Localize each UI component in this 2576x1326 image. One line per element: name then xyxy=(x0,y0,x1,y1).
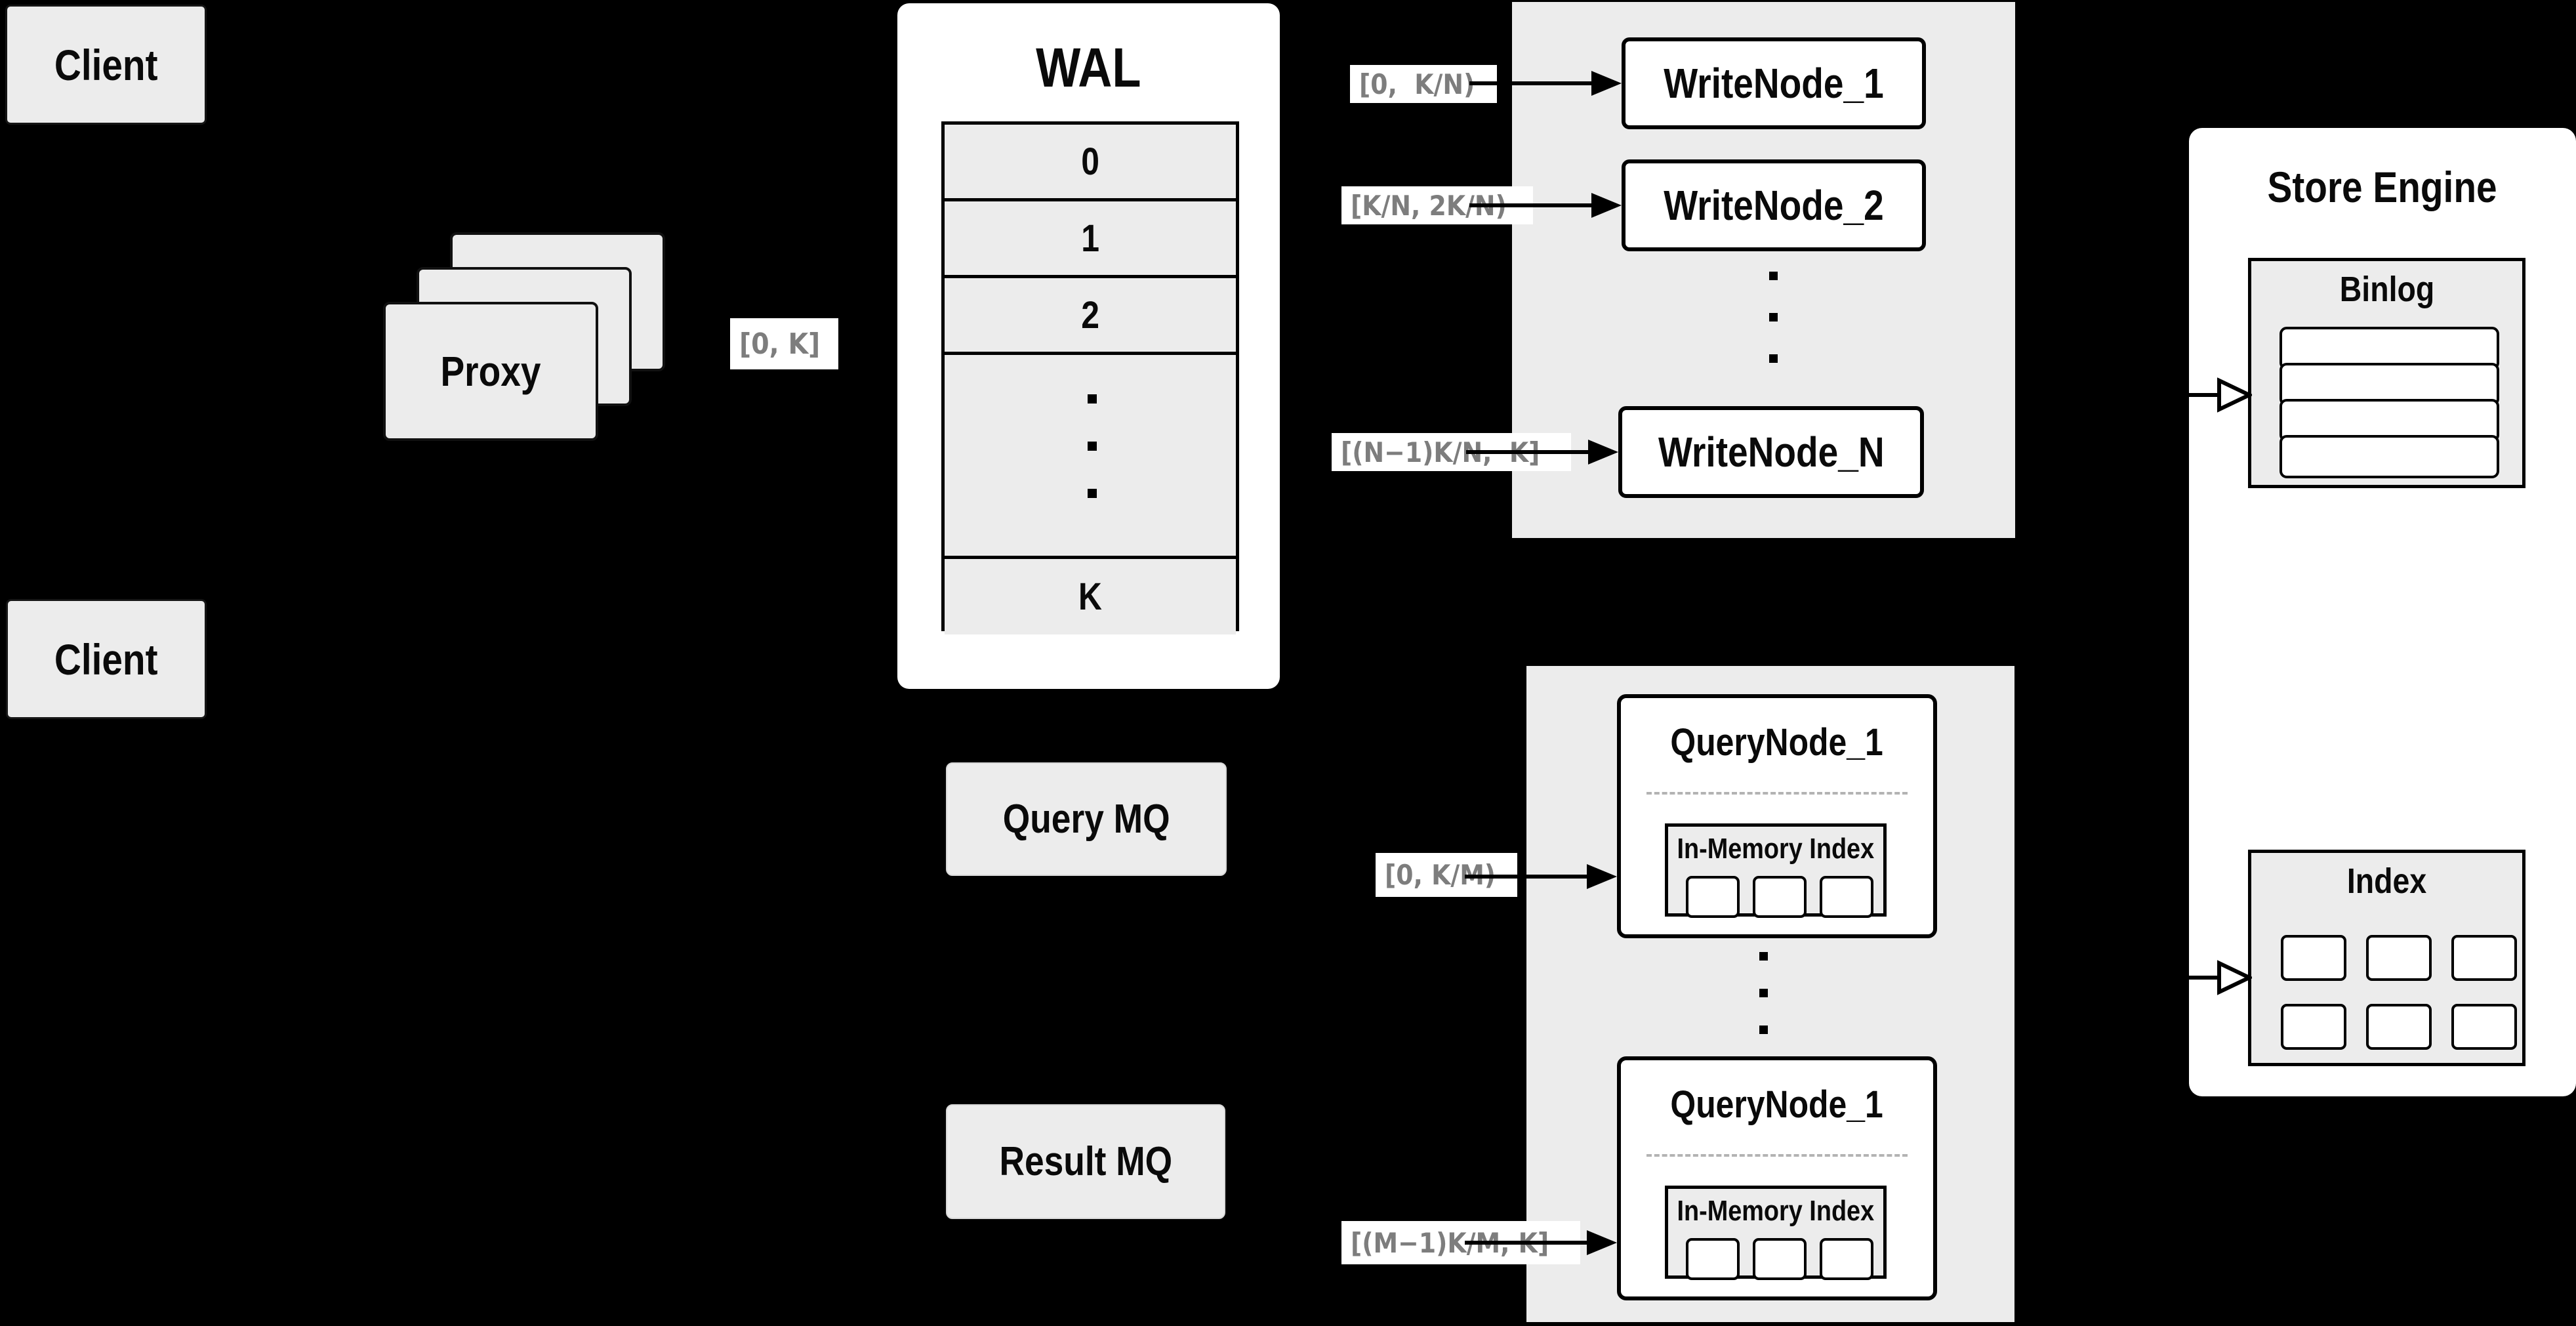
range-label-write-2-text: [K/N, 2K/N) xyxy=(1351,189,1507,222)
ellipsis-dot xyxy=(1088,442,1097,451)
inmem-segment xyxy=(1753,1238,1807,1280)
write-node-n-label: WriteNode_N xyxy=(1658,428,1885,476)
wal-title-row: WAL xyxy=(897,35,1280,100)
wal-row-1: 1 xyxy=(945,201,1236,278)
client-bottom-box: Client xyxy=(6,599,207,719)
client-top-box: Client xyxy=(5,5,207,125)
wal-table: 0 1 2 K xyxy=(941,121,1239,634)
open-arrow-to-binlog xyxy=(2186,377,2252,413)
inmem-segment xyxy=(1686,1238,1740,1280)
write-node-2-box: WriteNode_2 xyxy=(1622,159,1926,251)
inmem-segment xyxy=(1820,876,1873,918)
query-node-top-inmem-title: In-Memory Index xyxy=(1677,833,1875,865)
store-engine-title: Store Engine xyxy=(2267,163,2498,211)
index-segment xyxy=(2451,935,2517,981)
wal-container: WAL 0 1 2 K xyxy=(897,3,1280,689)
arrow-to-write-node-2 xyxy=(1469,193,1622,218)
index-segment xyxy=(2451,1004,2517,1050)
proxy-label: Proxy xyxy=(440,348,541,395)
ellipsis-dot xyxy=(1759,952,1768,961)
ellipsis-dot xyxy=(1759,989,1768,997)
client-bottom-label: Client xyxy=(54,634,158,684)
query-node-top-title: QueryNode_1 xyxy=(1670,721,1884,764)
wal-row-2: 2 xyxy=(945,278,1236,355)
binlog-title: Binlog xyxy=(2339,270,2434,309)
write-node-1-box: WriteNode_1 xyxy=(1622,37,1926,129)
arrow-to-write-node-1 xyxy=(1469,71,1622,96)
ellipsis-dot xyxy=(1769,354,1778,363)
wal-row-2-label: 2 xyxy=(1081,293,1099,337)
ellipsis-dot xyxy=(1088,489,1097,498)
index-title-row: Index xyxy=(2251,858,2522,904)
index-segment xyxy=(2281,935,2346,981)
ellipsis-dot xyxy=(1088,394,1097,404)
index-title: Index xyxy=(2346,861,2427,901)
index-segment xyxy=(2281,1004,2346,1050)
ellipsis-dot xyxy=(1769,272,1778,280)
proxy-card-front: Proxy xyxy=(383,302,598,441)
inmem-segment xyxy=(1753,876,1807,918)
ellipsis-dot xyxy=(1759,1026,1768,1034)
range-label-proxy-wal: [0, K] xyxy=(730,318,838,369)
query-mq-label: Query MQ xyxy=(1002,797,1170,842)
wal-row-k-label: K xyxy=(1078,575,1103,618)
wal-row-k: K xyxy=(945,559,1236,634)
ellipsis-dot xyxy=(1769,313,1778,321)
open-arrow-to-index xyxy=(2186,960,2252,995)
query-mq-box: Query MQ xyxy=(946,762,1227,876)
result-mq-label: Result MQ xyxy=(999,1139,1172,1184)
query-node-top-divider xyxy=(1646,792,1908,795)
inmem-segment xyxy=(1820,1238,1873,1280)
inmem-segment xyxy=(1686,876,1740,918)
result-mq-box: Result MQ xyxy=(946,1104,1225,1219)
wal-title: WAL xyxy=(1036,36,1141,98)
range-label-write-1: [0, K/N) xyxy=(1350,65,1497,103)
wal-row-0: 0 xyxy=(945,125,1236,201)
write-node-n-box: WriteNode_N xyxy=(1618,406,1924,498)
range-label-write-n-text: [(N−1)K/N, K] xyxy=(1341,436,1540,468)
arrow-to-query-node-top xyxy=(1465,864,1617,889)
write-node-1-label: WriteNode_1 xyxy=(1664,60,1884,107)
index-segment xyxy=(2366,935,2432,981)
wal-row-0-label: 0 xyxy=(1081,140,1099,183)
query-node-bottom-title: QueryNode_1 xyxy=(1670,1083,1884,1126)
wal-row-1-label: 1 xyxy=(1081,217,1099,260)
binlog-row xyxy=(2280,435,2499,478)
client-top-label: Client xyxy=(54,40,158,89)
query-node-bottom-inmem-title: In-Memory Index xyxy=(1677,1195,1875,1227)
query-node-top-title-row: QueryNode_1 xyxy=(1621,715,1933,770)
store-engine-title-row: Store Engine xyxy=(2189,154,2576,220)
index-segment xyxy=(2366,1004,2432,1050)
range-label-proxy-wal-text: [0, K] xyxy=(739,327,821,361)
query-node-bottom-divider xyxy=(1646,1154,1908,1157)
query-node-bottom-title-row: QueryNode_1 xyxy=(1621,1077,1933,1132)
wal-row-ellipsis xyxy=(945,355,1236,559)
range-label-write-1-text: [0, K/N) xyxy=(1359,68,1475,100)
write-node-2-label: WriteNode_2 xyxy=(1664,182,1884,229)
binlog-title-row: Binlog xyxy=(2251,266,2522,312)
query-node-bottom-inmem-title-row: In-Memory Index xyxy=(1668,1193,1883,1230)
range-label-query-top-text: [0, K/M) xyxy=(1385,859,1496,891)
arrow-to-write-node-n xyxy=(1466,440,1618,465)
query-node-top-inmem-title-row: In-Memory Index xyxy=(1668,831,1883,867)
arrow-to-query-node-bottom xyxy=(1465,1230,1617,1255)
